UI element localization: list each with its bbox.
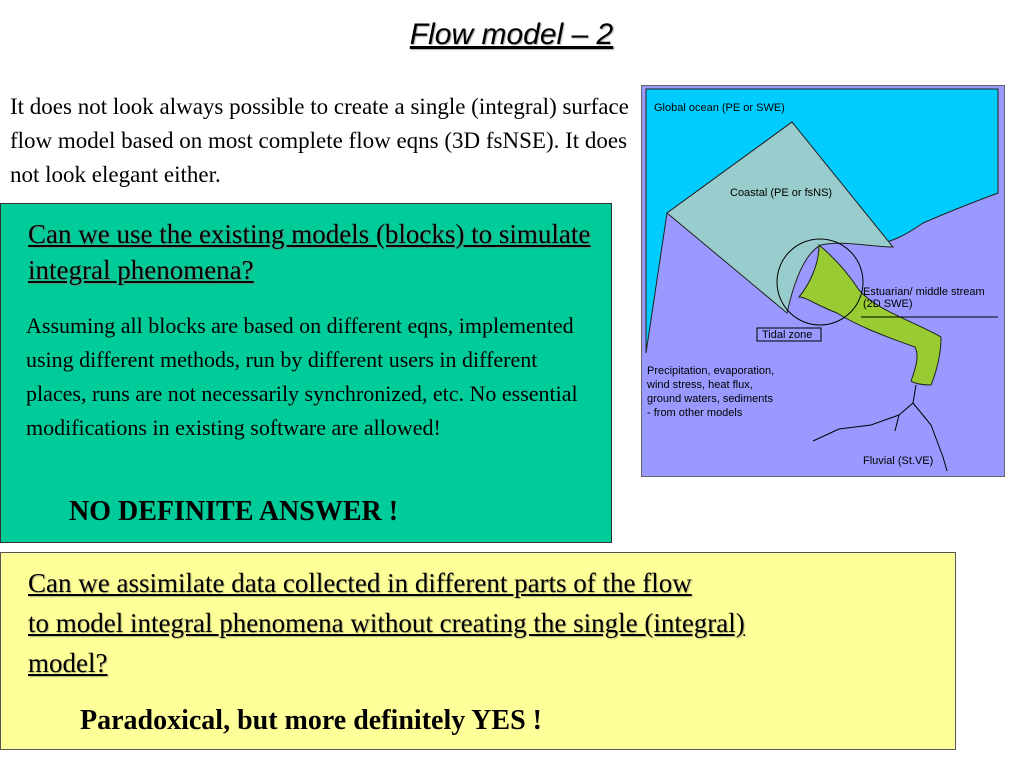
estuarian-label-line-1: Estuarian/ middle stream [863,286,985,298]
tidal-zone-circle [776,238,864,326]
existing-models-answer: NO DEFINITE ANSWER ! [69,496,399,527]
river-region [797,243,942,386]
existing-models-box: Can we use the existing models (blocks) … [0,203,612,543]
precip-label-line-2: wind stress, heat flux, [646,379,753,391]
precip-label-line-1: Precipitation, evaporation, [647,365,774,377]
estuarian-label-line-2: (2D SWE) [863,298,913,310]
precip-label-line-4: - from other models [647,407,743,419]
fluvial-tributaries [812,384,948,472]
question-line-1: Can we assimilate data collected in diff… [28,568,692,598]
data-assimilation-question: Can we assimilate data collected in diff… [28,563,938,683]
intro-text: It does not look always possible to crea… [10,94,629,187]
data-assimilation-box: Can we assimilate data collected in diff… [0,552,956,750]
precip-label-line-3: ground waters, sediments [647,393,773,405]
question-line-3: model? [28,648,108,678]
page-title: Flow model – 2 [409,18,614,51]
question-line-2: to model integral phenomena without crea… [28,608,745,638]
fluvial-label: Fluvial (St.VE) [863,455,933,467]
data-assimilation-answer: Paradoxical, but more definitely YES ! [80,705,542,736]
tidal-zone-label-box [756,327,822,342]
coastal-region [666,121,895,314]
existing-models-body: Assuming all blocks are based on differe… [26,313,578,440]
global-ocean-label: Global ocean (PE or SWE) [654,102,785,114]
coastal-label: Coastal (PE or fsNS) [730,187,832,199]
tidal-zone-label: Tidal zone [762,329,812,341]
existing-models-question: Can we use the existing models (blocks) … [28,219,591,285]
flow-model-diagram: Global ocean (PE or SWE) Coastal (PE or … [641,85,1005,477]
